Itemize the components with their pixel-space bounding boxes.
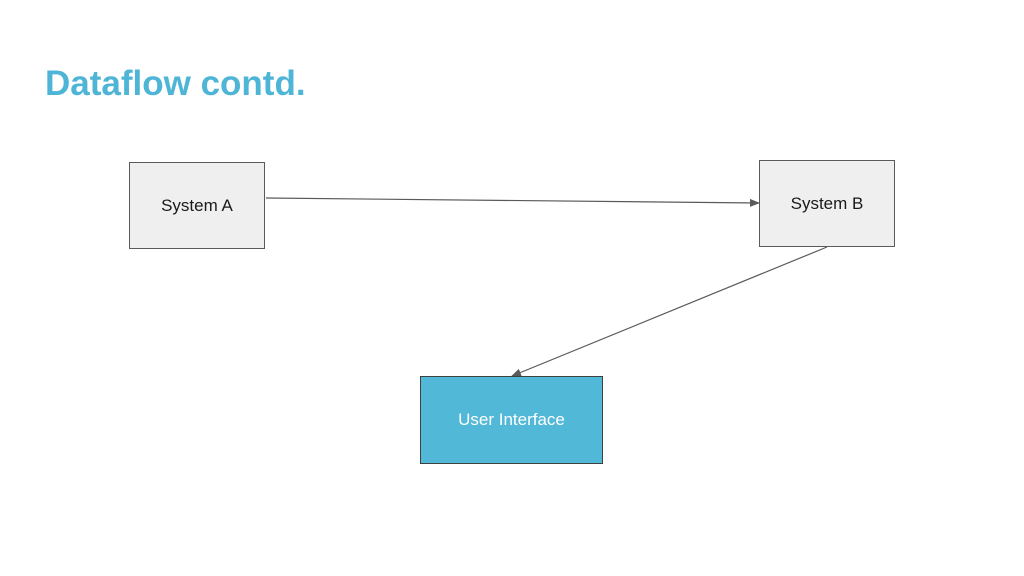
node-user-interface-label: User Interface: [458, 410, 565, 429]
arrow-system-a-to-system-b: [265, 197, 760, 207]
arrow-system-b-to-user-interface: [511, 246, 828, 377]
node-system-b-label: System B: [790, 193, 864, 213]
node-system-b: System B: [759, 160, 895, 247]
node-system-a-label: System A: [161, 195, 233, 215]
slide-title: Dataflow contd.: [45, 64, 306, 103]
node-system-a: System A: [129, 162, 265, 249]
node-user-interface: User Interface: [420, 376, 603, 464]
